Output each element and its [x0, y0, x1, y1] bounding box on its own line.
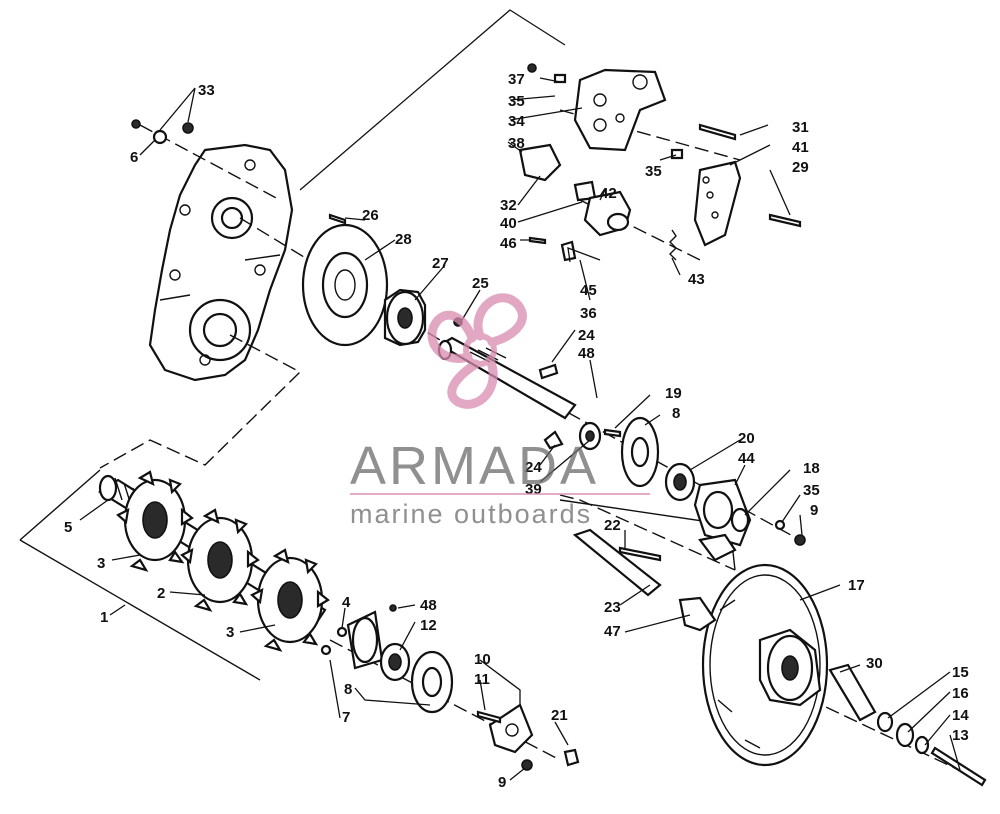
callout-44: 44 [738, 450, 755, 467]
callout-27: 27 [432, 255, 449, 272]
drive-sprocket-3 [250, 548, 330, 652]
callout-35b: 35 [645, 163, 662, 180]
watermark-brand: ARMADA [350, 436, 599, 496]
callout-31: 31 [792, 119, 809, 136]
callout-17: 17 [848, 577, 865, 594]
callout-38: 38 [508, 135, 525, 152]
callout-22: 22 [604, 517, 621, 534]
callout-37: 37 [508, 71, 525, 88]
callout-35c: 35 [803, 482, 820, 499]
callout-34: 34 [508, 113, 525, 130]
callout-24a: 24 [578, 327, 595, 344]
callout-3a: 3 [97, 555, 105, 572]
callout-9b: 9 [498, 774, 506, 791]
callout-6: 6 [130, 149, 138, 166]
callout-28: 28 [395, 231, 412, 248]
callout-8a: 8 [672, 405, 680, 422]
callout-21: 21 [551, 707, 568, 724]
axle-bearing-stack [320, 604, 580, 771]
callout-42: 42 [600, 185, 617, 202]
callout-15: 15 [952, 664, 969, 681]
callout-13: 13 [952, 727, 969, 744]
drive-sprocket-2 [180, 508, 260, 612]
callout-19: 19 [665, 385, 682, 402]
callout-5: 5 [64, 519, 72, 536]
callout-labels: 33 6 37 35 34 38 32 40 46 42 35 31 41 29… [64, 71, 969, 791]
callout-10: 10 [474, 651, 491, 668]
callout-3b: 3 [226, 624, 234, 641]
watermark-tagline: marine outboards [350, 499, 592, 529]
callout-26: 26 [362, 207, 379, 224]
callout-25: 25 [472, 275, 489, 292]
callout-43: 43 [688, 271, 705, 288]
callout-41: 41 [792, 139, 809, 156]
shaft-bearing-stack [578, 416, 806, 562]
callout-32: 32 [500, 197, 517, 214]
callout-4: 4 [342, 594, 351, 611]
callout-16: 16 [952, 685, 969, 702]
brake-bracket-assembly [518, 63, 802, 262]
callout-48b: 48 [420, 597, 437, 614]
brake-hub [383, 288, 427, 347]
secondary-clutch-sheave [701, 563, 829, 767]
key-24-upper [538, 363, 559, 380]
callout-33: 33 [198, 82, 215, 99]
callout-18: 18 [803, 460, 820, 477]
callout-45: 45 [580, 282, 597, 299]
callout-20: 20 [738, 430, 755, 447]
callout-30: 30 [866, 655, 883, 672]
callout-1: 1 [100, 609, 108, 626]
screw-26 [328, 213, 347, 225]
callout-11: 11 [474, 671, 490, 688]
callout-36: 36 [580, 305, 597, 322]
armada-watermark: ARMADA marine outboards [350, 293, 650, 529]
callout-8b: 8 [344, 681, 352, 698]
housing-hardware [131, 119, 194, 145]
callout-46: 46 [500, 235, 517, 252]
callout-24b: 24 [525, 459, 542, 476]
drive-sprocket-1 [116, 470, 194, 572]
callout-14: 14 [952, 707, 969, 724]
callout-29: 29 [792, 159, 809, 176]
callout-35a: 35 [508, 93, 525, 110]
chaincase-housing [148, 143, 294, 382]
callout-47: 47 [604, 623, 621, 640]
callout-40: 40 [500, 215, 517, 232]
propeller-logo-icon [427, 293, 527, 409]
callout-leader-lines [79, 77, 961, 781]
callout-23: 23 [604, 599, 621, 616]
callout-9a: 9 [810, 502, 818, 519]
callout-7: 7 [342, 709, 350, 726]
callout-2: 2 [157, 585, 165, 602]
key-24-lower [543, 430, 564, 450]
callout-48a: 48 [578, 345, 595, 362]
callout-12: 12 [420, 617, 437, 634]
brake-disc [301, 223, 389, 347]
